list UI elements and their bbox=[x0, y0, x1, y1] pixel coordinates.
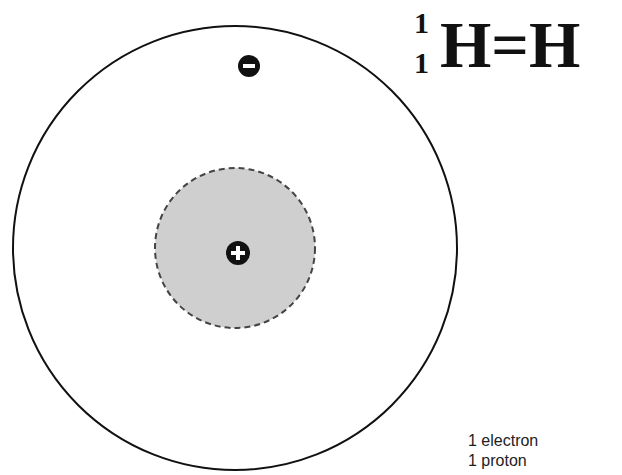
plus-sign bbox=[236, 246, 240, 260]
element-formula: H=H bbox=[440, 12, 580, 78]
mass-number: 1 bbox=[414, 8, 429, 38]
nucleus bbox=[155, 168, 315, 328]
particle-count: 1 proton bbox=[468, 452, 527, 470]
proton-symbol bbox=[226, 241, 250, 265]
minus-sign bbox=[243, 64, 255, 68]
particle-count: 1 electron bbox=[468, 432, 538, 450]
electron-orbit bbox=[13, 26, 457, 470]
atomic-number: 1 bbox=[414, 48, 429, 78]
electron-symbol bbox=[238, 55, 260, 77]
